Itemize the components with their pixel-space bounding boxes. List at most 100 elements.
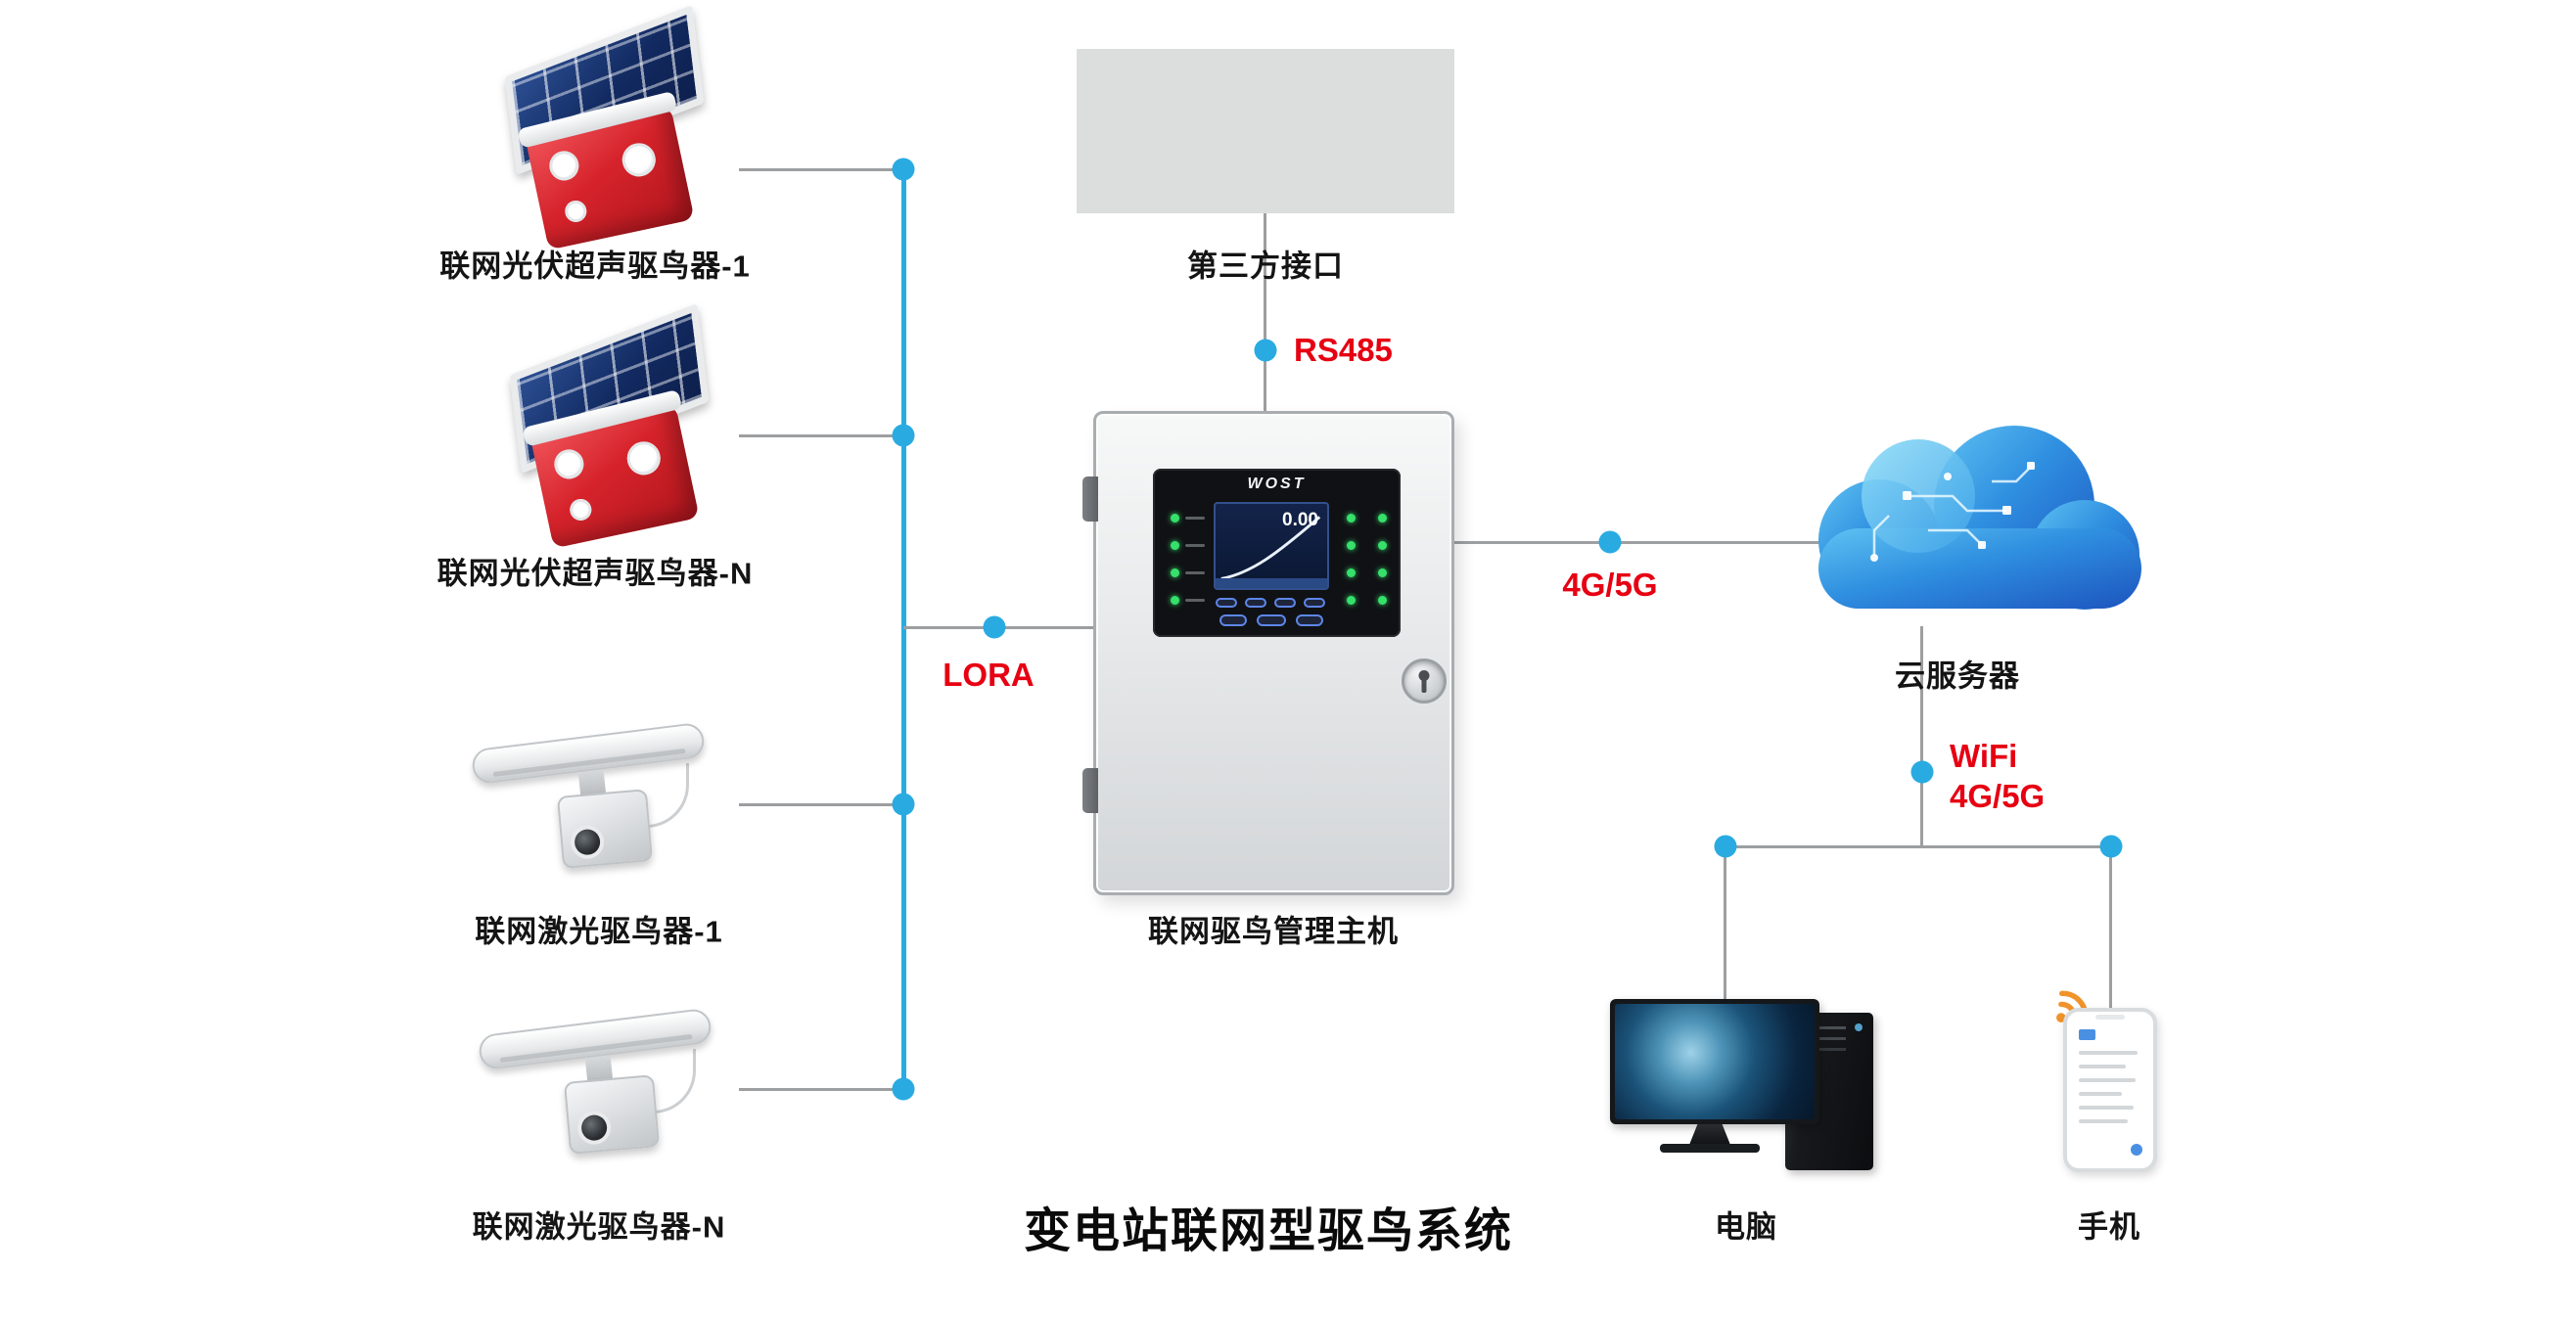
solar-repeller-n <box>489 303 744 551</box>
label-wifi-line2: 4G/5G <box>1950 778 2046 814</box>
speaker <box>568 496 594 523</box>
status-led <box>1347 541 1356 550</box>
laser-lens <box>580 1113 609 1142</box>
status-led <box>1171 541 1179 550</box>
label-lora: LORA <box>943 657 1035 693</box>
junction-dot-laserN <box>892 1077 915 1101</box>
third-party-interface-box <box>1077 49 1454 213</box>
connection-line-distribution <box>1725 845 2113 848</box>
led-label-bar <box>1185 599 1205 602</box>
junction-dot-laser1 <box>892 793 915 816</box>
monitor-screen <box>1615 1004 1815 1119</box>
label-solar-repeller-n: 联网光伏超声驱鸟器-N <box>437 556 754 591</box>
speaker <box>619 140 659 180</box>
lora-bus-line <box>901 169 906 1089</box>
phone-text-line <box>2079 1078 2136 1082</box>
laser-repeller-n <box>477 998 721 1179</box>
page-title: 变电站联网型驱鸟系统 <box>1023 1205 1514 1257</box>
host-screen-value: 0.00 <box>1282 510 1318 530</box>
connection-line-phone <box>2109 845 2112 1010</box>
phone-text-line <box>2079 1051 2138 1055</box>
phone-action-dot <box>2131 1144 2142 1156</box>
connection-line-solar1 <box>739 168 903 171</box>
cloud-server <box>1818 426 2141 610</box>
panel-button <box>1257 614 1286 626</box>
label-wifi-line1: WiFi <box>1950 738 2018 774</box>
status-led <box>1171 514 1179 522</box>
laser-head <box>563 1074 661 1155</box>
keyhole-lock <box>1402 658 1447 704</box>
panel-button <box>1245 598 1266 608</box>
repeller-body <box>525 106 695 250</box>
status-led <box>1171 568 1179 577</box>
host-control-panel: WOST 0.00 <box>1153 469 1401 637</box>
monitor-base <box>1660 1144 1760 1153</box>
circuit-nodes <box>1870 462 2035 562</box>
connection-line-cellular <box>1454 541 1824 544</box>
junction-dot-solarN <box>892 424 915 447</box>
connection-line-laserN <box>739 1088 903 1091</box>
phone-app-tile <box>2079 1029 2095 1040</box>
circuit-traces <box>1872 466 2032 555</box>
connection-line-laser1 <box>739 803 903 806</box>
junction-dot-rs485 <box>1254 339 1277 362</box>
connection-line-rs485 <box>1264 213 1266 413</box>
cloud-shape <box>1818 426 2141 610</box>
status-led <box>1347 596 1356 605</box>
panel-button <box>1274 598 1296 608</box>
status-led <box>1378 514 1387 522</box>
label-rs485: RS485 <box>1294 332 1393 368</box>
speaker <box>551 446 587 482</box>
led-label-bar <box>1185 517 1205 520</box>
junction-dot-cellular <box>1598 530 1622 554</box>
phone-text-line <box>2079 1106 2134 1110</box>
label-third-party: 第三方接口 <box>1187 249 1344 284</box>
status-led <box>1378 568 1387 577</box>
panel-button <box>1216 598 1237 608</box>
panel-button <box>1296 614 1323 626</box>
phone-text-line <box>2079 1092 2122 1096</box>
label-cloud: 云服务器 <box>1895 658 2020 694</box>
label-phone: 手机 <box>2078 1209 2140 1245</box>
status-led <box>1378 596 1387 605</box>
phone-text-line <box>2079 1065 2126 1068</box>
host-screen: 0.00 <box>1214 502 1329 590</box>
connection-line-wifi <box>1920 626 1923 847</box>
laser-head <box>556 789 654 869</box>
led-label-bar <box>1185 571 1205 574</box>
label-laser-repeller-n: 联网激光驱鸟器-N <box>472 1209 726 1245</box>
junction-dot-solar1 <box>892 158 915 181</box>
status-led <box>1347 568 1356 577</box>
label-computer: 电脑 <box>1715 1209 1777 1245</box>
speaker <box>623 438 664 478</box>
laser-repeller-1 <box>470 712 714 893</box>
repeller-body <box>529 404 700 549</box>
speaker <box>563 198 589 225</box>
connection-line-computer <box>1724 845 1726 1002</box>
status-led <box>1171 596 1179 605</box>
connection-line-solarN <box>739 434 903 437</box>
junction-dot-computer-branch <box>1714 835 1737 858</box>
junction-dot-wifi <box>1910 760 1934 784</box>
hinge <box>1082 477 1098 522</box>
status-led <box>1378 541 1387 550</box>
host-brand-logo: WOST <box>1247 476 1307 492</box>
hinge <box>1082 768 1098 813</box>
screen-menu-bar <box>1216 578 1327 588</box>
label-solar-repeller-1: 联网光伏超声驱鸟器-1 <box>439 249 751 284</box>
label-host: 联网驱鸟管理主机 <box>1148 914 1399 949</box>
label-wifi: WiFi 4G/5G <box>1950 736 2045 816</box>
solar-repeller-1 <box>484 5 739 252</box>
phone-text-line <box>2079 1119 2128 1123</box>
panel-button <box>1304 598 1325 608</box>
host-cabinet: WOST 0.00 <box>1082 411 1454 895</box>
label-cellular: 4G/5G <box>1562 567 1658 603</box>
computer-monitor <box>1610 999 1819 1124</box>
junction-dot-phone-branch <box>2099 835 2123 858</box>
laser-lens <box>574 828 602 856</box>
led-label-bar <box>1185 544 1205 547</box>
panel-button <box>1219 614 1247 626</box>
monitor-stand <box>1689 1124 1730 1145</box>
label-laser-repeller-1: 联网激光驱鸟器-1 <box>475 914 723 949</box>
